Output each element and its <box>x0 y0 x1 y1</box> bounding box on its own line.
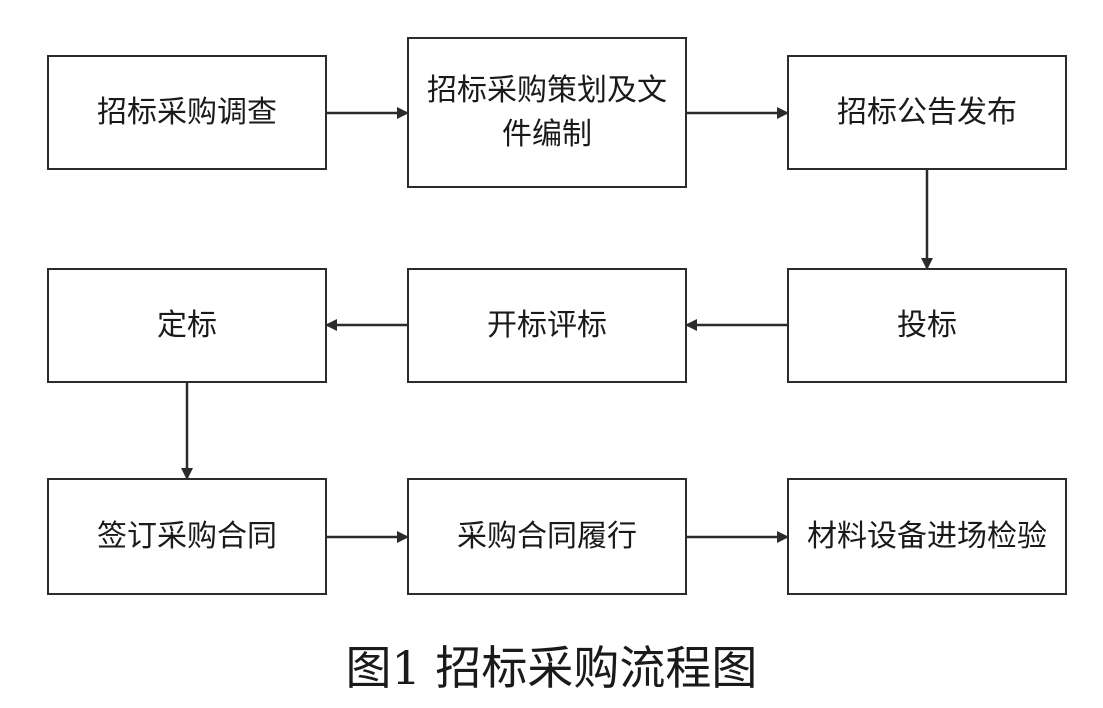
node-label: 定标 <box>157 307 217 343</box>
node-bidding: 投标 <box>787 268 1067 383</box>
figure-caption: 图1 招标采购流程图 <box>345 641 758 695</box>
node-label: 材料设备进场检验 <box>807 518 1047 554</box>
node-label: 签订采购合同 <box>97 518 277 554</box>
node-procurement-investigation: 招标采购调查 <box>47 55 327 170</box>
node-bid-opening-evaluation: 开标评标 <box>407 268 687 383</box>
node-procurement-planning: 招标采购策划及文件编制 <box>407 37 687 188</box>
node-label: 投标 <box>897 307 957 343</box>
node-label: 开标评标 <box>487 307 607 343</box>
node-contract-performance: 采购合同履行 <box>407 478 687 595</box>
node-material-inspection: 材料设备进场检验 <box>787 478 1067 595</box>
node-label: 招标采购策划及文件编制 <box>427 72 667 152</box>
node-label: 采购合同履行 <box>457 518 637 554</box>
node-bid-award: 定标 <box>47 268 327 383</box>
node-label: 招标公告发布 <box>837 94 1017 130</box>
node-contract-signing: 签订采购合同 <box>47 478 327 595</box>
node-tender-announcement: 招标公告发布 <box>787 55 1067 170</box>
node-label: 招标采购调查 <box>97 94 277 130</box>
